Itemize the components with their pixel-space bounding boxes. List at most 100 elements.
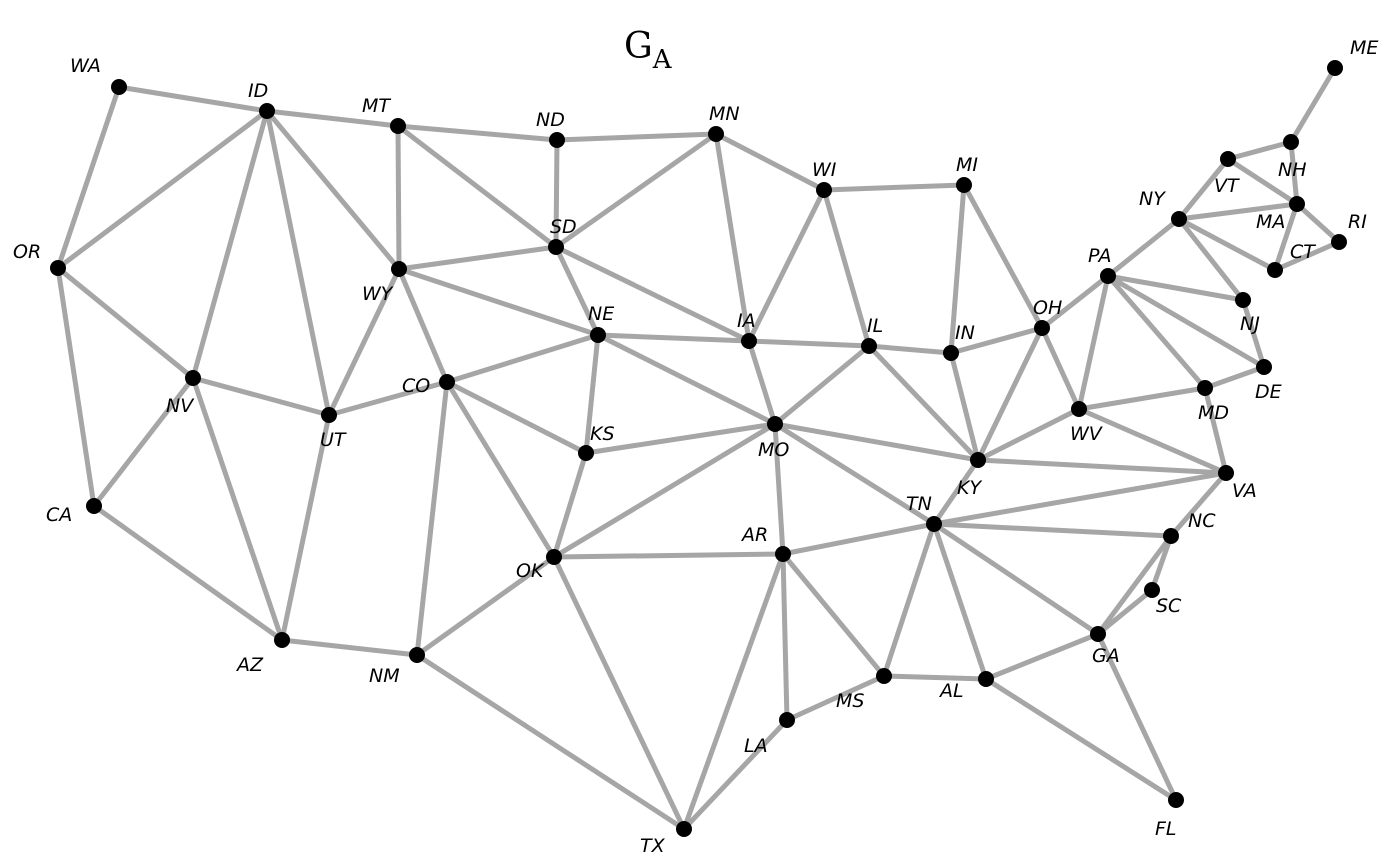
node-az — [274, 632, 290, 648]
graph-title-main: G — [624, 26, 653, 67]
edge-nd-sd — [553, 137, 560, 250]
node-label-wy: WY — [362, 283, 394, 305]
node-label-il: IL — [867, 315, 883, 337]
node-label-vt: VT — [1214, 175, 1240, 197]
node-ks — [578, 445, 594, 461]
edge-co-ok — [444, 379, 557, 560]
edge-wi-mi — [821, 182, 967, 193]
node-label-ct: CT — [1290, 241, 1316, 263]
node-mt — [390, 118, 406, 134]
edge-ok-ar — [551, 551, 786, 560]
edge-mt-nd — [395, 123, 560, 143]
node-nm — [409, 647, 425, 663]
edge-id-mt — [264, 108, 401, 129]
node-label-nd: ND — [536, 109, 565, 131]
graph-title: GA — [624, 26, 673, 75]
node-label-ok: OK — [516, 560, 545, 582]
edge-or-id — [55, 108, 270, 271]
edge-wy-ne — [396, 266, 601, 338]
edge-ma-ri — [1294, 201, 1342, 245]
edge-nv-az — [190, 375, 285, 643]
edge-nd-mn — [554, 131, 719, 143]
node-label-mo: MO — [758, 439, 789, 461]
node-label-tx: TX — [640, 835, 666, 857]
edge-md-pa — [1105, 273, 1208, 391]
edge-il-in — [866, 343, 954, 356]
node-label-nh: NH — [1278, 159, 1307, 181]
node-mn — [708, 126, 724, 142]
edge-ny-ct — [1176, 216, 1278, 273]
node-ga — [1090, 626, 1106, 642]
edge-de-pa — [1105, 273, 1267, 370]
edge-ar-la — [780, 551, 790, 723]
edge-tn-ms — [881, 521, 937, 679]
edge-sc-nc — [1149, 533, 1174, 593]
node-label-me: ME — [1350, 37, 1378, 59]
node-label-md: MD — [1198, 402, 1229, 424]
node-ok — [546, 549, 562, 565]
edge-nh-ma — [1288, 139, 1300, 207]
node-fl — [1168, 792, 1184, 808]
edge-nh-me — [1288, 65, 1338, 145]
edge-oh-wv — [1039, 325, 1082, 412]
node-label-ne: NE — [588, 303, 614, 325]
node-tx — [676, 821, 692, 837]
edge-nm-ok — [414, 554, 557, 658]
node-mi — [956, 177, 972, 193]
edge-id-nv — [190, 108, 270, 381]
edge-ny-vt — [1176, 156, 1231, 222]
edge-oh-pa — [1039, 273, 1111, 331]
node-ia — [741, 333, 757, 349]
edge-ar-ms — [780, 551, 887, 679]
node-label-id: ID — [248, 80, 268, 102]
edge-layer — [55, 65, 1342, 832]
node-ny — [1171, 211, 1187, 227]
edge-mt-sd — [395, 123, 559, 250]
edge-ne-ks — [583, 332, 601, 456]
edge-tn-va — [931, 470, 1229, 527]
edge-ia-mo — [746, 338, 778, 427]
node-il — [861, 338, 877, 354]
edge-co-ks — [444, 379, 589, 456]
node-ct — [1267, 262, 1283, 278]
edge-ca-az — [91, 503, 285, 643]
edge-mi-in — [948, 182, 967, 356]
node-ca — [86, 498, 102, 514]
edge-wi-il — [821, 187, 872, 349]
node-ma — [1289, 196, 1305, 212]
node-wa — [111, 79, 127, 95]
edge-ga-nc — [1095, 533, 1174, 637]
edge-pa-ny — [1105, 216, 1182, 279]
edge-ca-nv — [91, 375, 196, 509]
node-layer — [50, 60, 1347, 837]
node-label-mt: MT — [362, 95, 391, 117]
edge-ut-co — [326, 379, 450, 418]
node-label-oh: OH — [1033, 297, 1062, 319]
edge-sd-mn — [553, 131, 719, 250]
node-label-sc: SC — [1156, 595, 1182, 617]
edge-wa-id — [116, 84, 270, 114]
edge-ny-ma — [1176, 201, 1300, 222]
node-ne — [590, 327, 606, 343]
edge-ky-tn — [931, 457, 981, 527]
node-sc — [1144, 582, 1160, 598]
edge-ky-va — [975, 457, 1229, 476]
node-label-ky: KY — [957, 477, 982, 499]
edge-va-wv — [1076, 406, 1229, 476]
node-label-la: LA — [744, 735, 768, 757]
edge-mo-ar — [772, 421, 786, 557]
edge-ar-tn — [780, 521, 937, 557]
edge-ia-wi — [746, 187, 827, 344]
node-or — [50, 260, 66, 276]
edge-al-fl — [983, 676, 1179, 803]
node-label-ia: IA — [737, 310, 756, 332]
edge-tn-al — [931, 521, 989, 682]
node-md — [1197, 380, 1213, 396]
node-nd — [549, 132, 565, 148]
edge-ny-nj — [1176, 216, 1246, 303]
edge-pa-nj — [1105, 273, 1246, 303]
node-label-mn: MN — [709, 103, 740, 125]
node-in — [943, 345, 959, 361]
node-label-co: CO — [402, 375, 430, 397]
